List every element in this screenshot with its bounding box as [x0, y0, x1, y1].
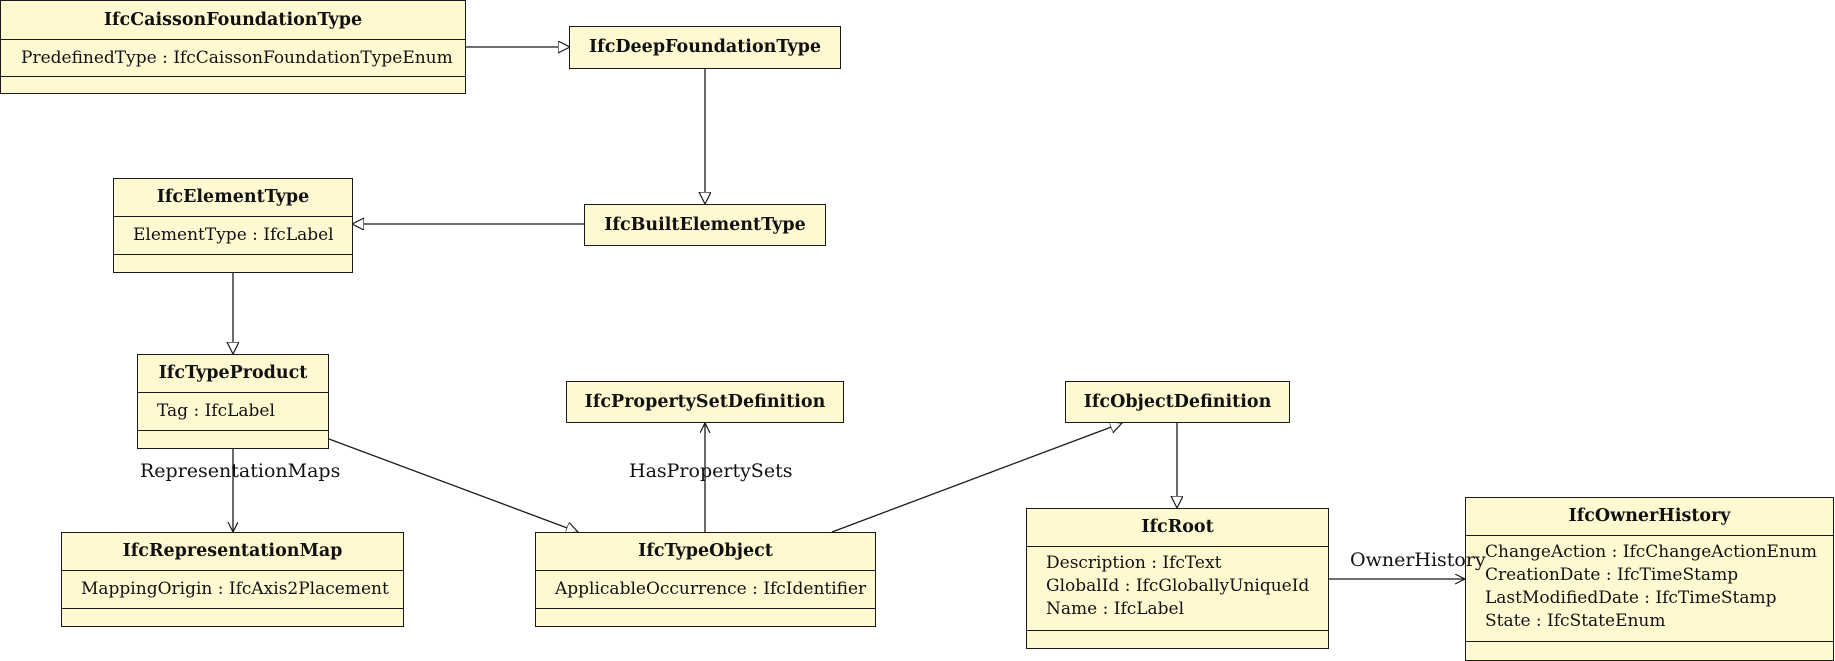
class-ifc-type-product: IfcTypeProduct Tag : IfcLabel [137, 354, 329, 449]
attributes-section: Description : IfcText GlobalId : IfcGlob… [1027, 546, 1328, 630]
attribute: ApplicableOccurrence : IfcIdentifier [555, 579, 867, 599]
operations-section [1, 76, 465, 93]
attribute: Tag : IfcLabel [157, 401, 275, 421]
operations-section [1027, 630, 1328, 648]
operations-section [114, 254, 352, 272]
attribute: GlobalId : IfcGloballyUniqueId [1046, 576, 1310, 596]
operations-section [1466, 641, 1833, 660]
operations-section [536, 608, 875, 626]
attributes-section: Tag : IfcLabel [138, 392, 328, 430]
attribute: ElementType : IfcLabel [133, 225, 334, 245]
operations-section [138, 430, 328, 448]
attribute: ChangeAction : IfcChangeActionEnum [1485, 542, 1817, 562]
class-ifc-root: IfcRoot Description : IfcText GlobalId :… [1026, 508, 1329, 649]
attributes-section: MappingOrigin : IfcAxis2Placement [62, 570, 403, 608]
generalization-typeobject-to-objectdefinition [831, 423, 1122, 533]
attribute: State : IfcStateEnum [1485, 611, 1666, 631]
class-ifc-representation-map: IfcRepresentationMap MappingOrigin : Ifc… [61, 532, 404, 627]
class-ifc-deep-foundation-type: IfcDeepFoundationType [569, 26, 841, 69]
class-name: IfcRoot [1141, 517, 1214, 537]
attributes-section: ApplicableOccurrence : IfcIdentifier [536, 570, 875, 608]
class-name: IfcObjectDefinition [1083, 392, 1272, 412]
class-ifc-type-object: IfcTypeObject ApplicableOccurrence : Ifc… [535, 532, 876, 627]
attribute: Description : IfcText [1046, 553, 1222, 573]
generalization-typeproduct-to-typeobject [328, 438, 578, 532]
attribute: LastModifiedDate : IfcTimeStamp [1485, 588, 1777, 608]
class-name: IfcElementType [156, 187, 310, 207]
class-ifc-caisson-foundation-type: IfcCaissonFoundationType PredefinedType … [0, 0, 466, 94]
association-label-owner-history: OwnerHistory [1350, 549, 1486, 571]
class-name: IfcBuiltElementType [604, 215, 806, 235]
attributes-section: PredefinedType : IfcCaissonFoundationTyp… [1, 39, 465, 76]
attributes-section: ChangeAction : IfcChangeActionEnum Creat… [1466, 535, 1833, 641]
class-name: IfcRepresentationMap [122, 541, 343, 561]
class-name: IfcDeepFoundationType [589, 37, 821, 57]
class-ifc-owner-history: IfcOwnerHistory ChangeAction : IfcChange… [1465, 497, 1834, 661]
association-label-representation-maps: RepresentationMaps [140, 460, 341, 482]
class-name: IfcTypeProduct [158, 363, 308, 383]
class-name: IfcTypeObject [638, 541, 773, 561]
class-name: IfcPropertySetDefinition [584, 392, 826, 412]
attributes-section: ElementType : IfcLabel [114, 216, 352, 254]
class-ifc-element-type: IfcElementType ElementType : IfcLabel [113, 178, 353, 273]
attribute: Name : IfcLabel [1046, 599, 1185, 619]
class-ifc-property-set-definition: IfcPropertySetDefinition [566, 381, 844, 423]
class-name: IfcOwnerHistory [1568, 506, 1731, 526]
operations-section [62, 608, 403, 626]
class-ifc-built-element-type: IfcBuiltElementType [584, 204, 826, 246]
attribute: CreationDate : IfcTimeStamp [1485, 565, 1739, 585]
association-label-has-property-sets: HasPropertySets [629, 460, 793, 482]
class-name: IfcCaissonFoundationType [103, 10, 363, 30]
attribute: MappingOrigin : IfcAxis2Placement [81, 579, 389, 599]
class-ifc-object-definition: IfcObjectDefinition [1065, 381, 1290, 423]
attribute: PredefinedType : IfcCaissonFoundationTyp… [21, 48, 453, 68]
